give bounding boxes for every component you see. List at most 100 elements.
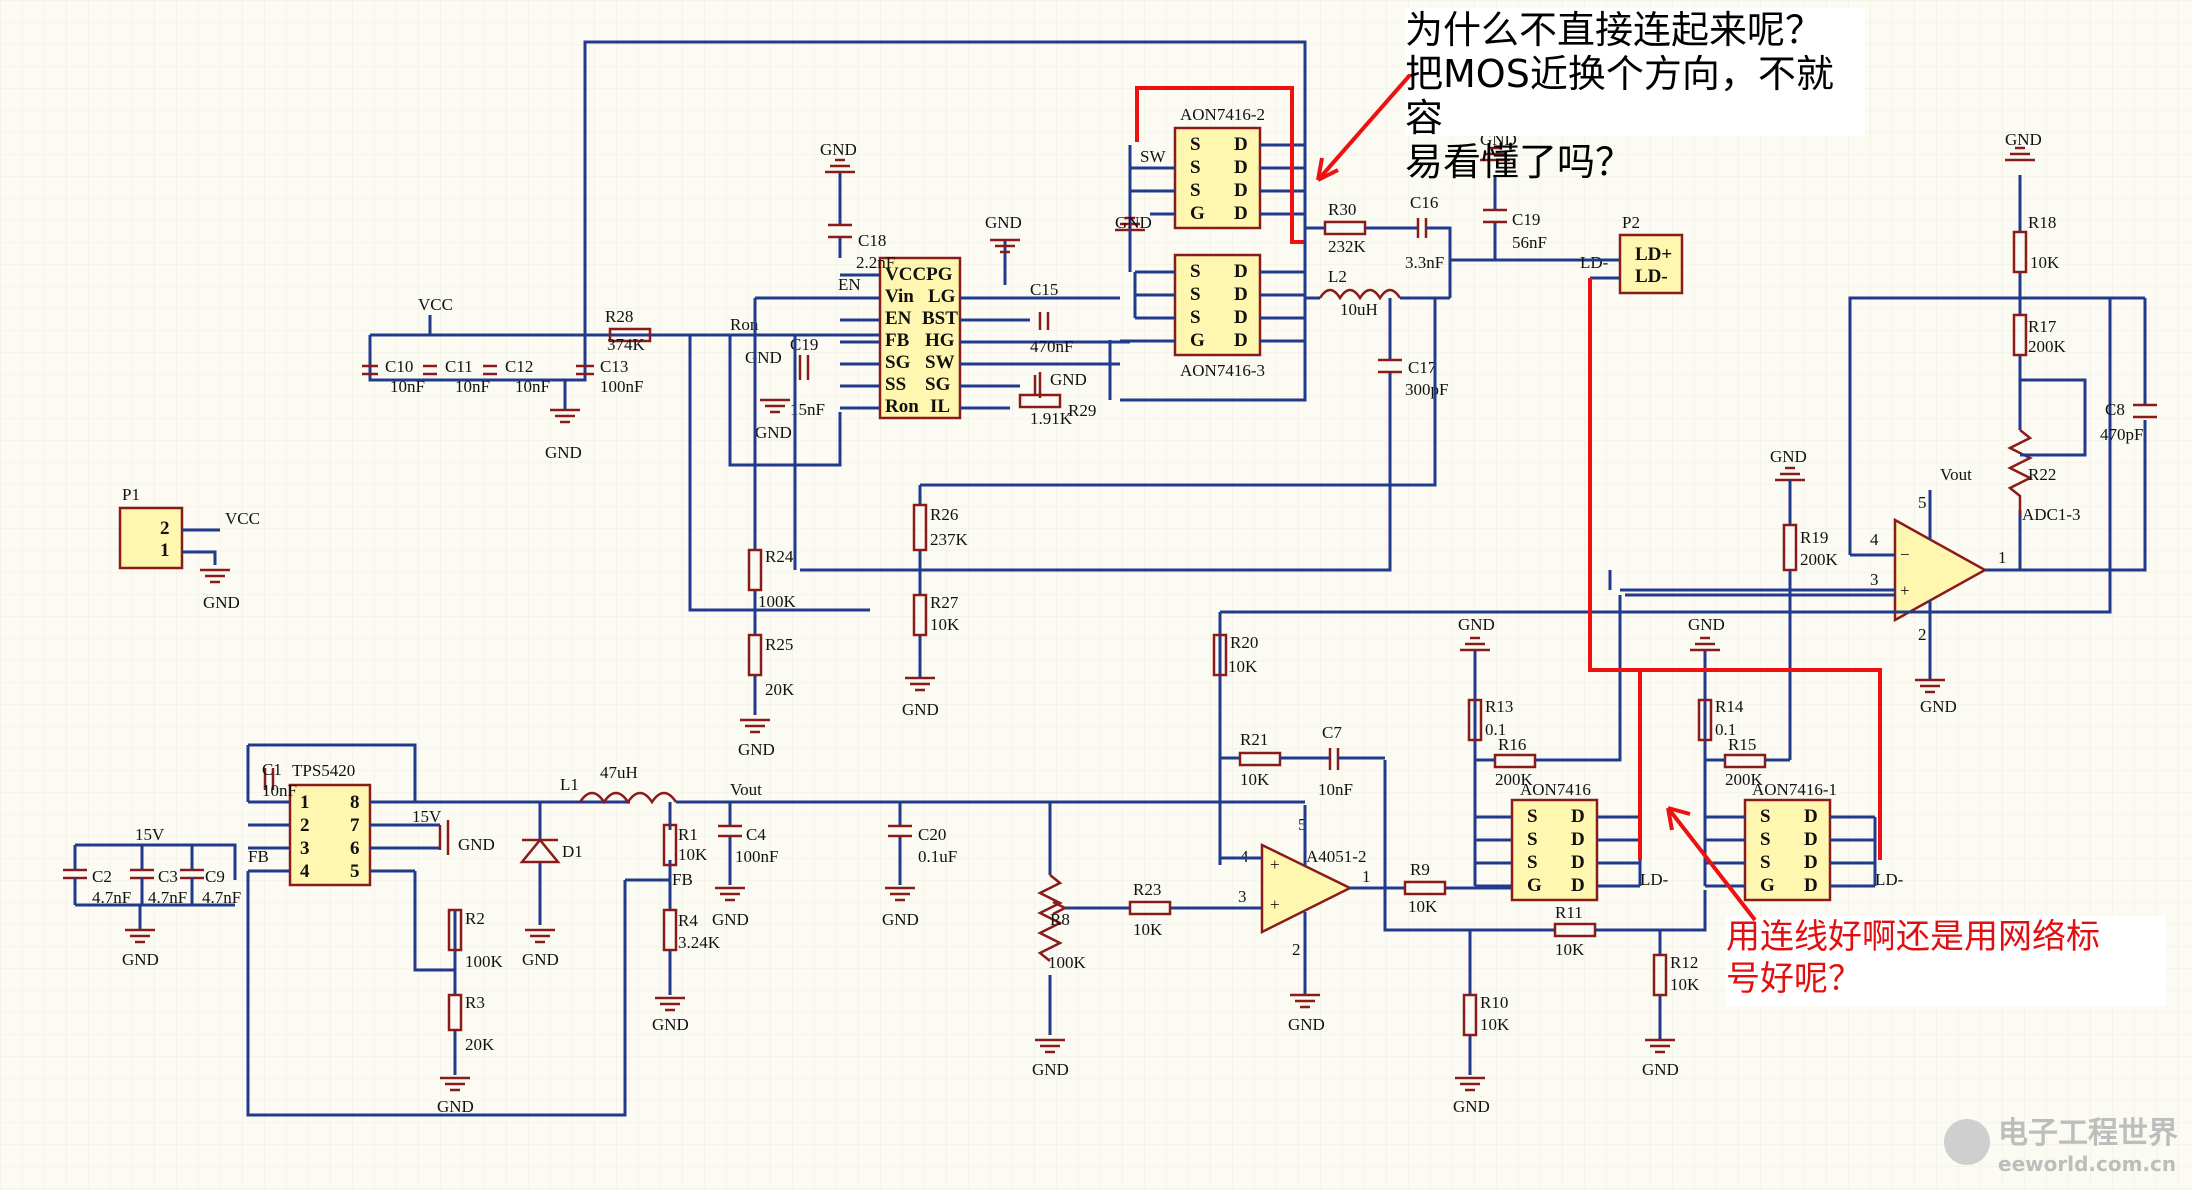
r3-value: 20K: [465, 1035, 495, 1054]
p1-vcc: VCC: [225, 509, 260, 528]
c13-ref: C13: [600, 357, 628, 376]
main-controller: VCCPG Vin EN FB SG SS Ron LG BST HG SW S…: [840, 256, 1130, 420]
q1-d1: D: [1804, 806, 1818, 827]
note-bottom: 用连线好啊还是用网络标 号好呢？: [1726, 916, 2166, 1006]
c19-ref: C19: [1512, 210, 1540, 229]
output-stage: R30 232K L2 10uH C16 3.3nF GND C19 56nF …: [800, 130, 1609, 572]
ron-label: Ron: [730, 315, 759, 334]
gnd-c18: GND: [820, 140, 857, 159]
watermark-en: eeworld.com.cn: [1998, 1152, 2177, 1176]
r19: GND R19 200K: [1620, 447, 1839, 760]
pin-fb: FB: [885, 330, 910, 351]
r17-value: 200K: [2028, 337, 2067, 356]
q2-s1: S: [1190, 134, 1201, 155]
vout-label: Vout: [730, 780, 762, 799]
r21-value: 10K: [1240, 770, 1270, 789]
r23-ref: R23: [1133, 880, 1161, 899]
c20-value: 0.1uF: [918, 847, 957, 866]
q1-d3: D: [1804, 852, 1818, 873]
op-mid-plus2: +: [1270, 895, 1280, 914]
opamp-top-feedback: GND R18 10K R17 200K R22 ADC1-3 C8 470pF: [2005, 130, 2157, 572]
gnd-r8: GND: [1032, 1060, 1069, 1079]
q0-ref: AON7416: [1520, 780, 1591, 799]
tps5420: 1 2 3 4 8 7 6 5 TPS5420 C1 10nF FB 15V G…: [246, 743, 630, 1117]
note-top: 为什么不直接连起来呢？ 把MOS近换个方向，不就容 易看懂了吗？: [1405, 8, 1865, 184]
note-bottom-arrow: [1666, 806, 1757, 922]
r25-value: 20K: [765, 680, 795, 699]
r28-value: 374K: [607, 335, 646, 354]
gnd-r27: GND: [902, 700, 939, 719]
c3-ref: C3: [158, 867, 178, 886]
pin-vin: Vin: [885, 286, 914, 307]
c10-ref: C10: [385, 357, 413, 376]
r18-ref: R18: [2028, 213, 2056, 232]
c20: C20 0.1uF GND: [882, 802, 957, 929]
pin-en: EN: [885, 308, 912, 329]
c19s-ref: C19: [790, 335, 818, 354]
q1-d2: D: [1804, 829, 1818, 850]
r9-ref: R9: [1410, 860, 1430, 879]
r17-ref: R17: [2028, 317, 2057, 336]
c13-value: 100nF: [600, 377, 643, 396]
q2-g: G: [1190, 203, 1205, 224]
l2-ref: L2: [1328, 267, 1347, 286]
p1-pin2: 2: [160, 518, 170, 539]
c11-value: 10nF: [455, 377, 490, 396]
p1-ref: P1: [122, 485, 140, 504]
gnd-op-top: GND: [1920, 697, 1957, 716]
mosfet-q3: S S S G D D D D AON7416-3 GND: [1115, 145, 1307, 400]
gnd-r12: GND: [1642, 1060, 1679, 1079]
c16-value: 3.3nF: [1405, 253, 1444, 272]
r26-ref: R26: [930, 505, 958, 524]
opamp-middle-feedback: R20 10K R21 10K C7 10nF: [1212, 633, 1385, 799]
c18-ref: C18: [858, 231, 886, 250]
r8-ref: R8: [1050, 910, 1070, 929]
note-top-line3: 易看懂了吗？: [1405, 140, 1634, 184]
pin-vccpg: VCCPG: [885, 264, 953, 285]
watermark-cn: 电子工程世界: [1998, 1116, 2178, 1151]
tps-p6: 6: [350, 838, 360, 859]
p2-connector: LD+ LD- P2: [1585, 213, 1684, 295]
gnd-lg: GND: [985, 213, 1022, 285]
r8-r23: R8 100K R23 10K GND: [1032, 802, 1262, 1079]
q3-d3: D: [1234, 307, 1248, 328]
r10-value: 10K: [1480, 1015, 1510, 1034]
c12-ref: C12: [505, 357, 533, 376]
q0-d2: D: [1571, 829, 1585, 850]
q1-g: G: [1760, 875, 1775, 896]
r1-value: 10K: [678, 845, 708, 864]
r11-ref: R11: [1555, 903, 1583, 922]
c12-value: 10nF: [515, 377, 550, 396]
gnd-r10: GND: [1453, 1097, 1490, 1116]
op-top-pin3: 3: [1870, 570, 1879, 589]
op-top-pin4: 4: [1870, 530, 1879, 549]
op-top-pin5: 5: [1918, 493, 1927, 512]
opamp-top: − + 4 3 1 5 2 Vout GND: [1608, 296, 2112, 716]
tps-p3: 3: [300, 838, 310, 859]
note-top-line1: 为什么不直接连起来呢？: [1405, 8, 1824, 52]
q2-ref: AON7416-2: [1180, 105, 1265, 124]
c15-r29: C15 470nF 1.91K R29 GND: [1018, 280, 1112, 428]
fb-label: FB: [248, 847, 269, 866]
mosfet-q0: S S S G D D D D AON7416 LD- R13 0.1 GND …: [1458, 595, 1669, 902]
c11-ref: C11: [445, 357, 473, 376]
r27-ref: R27: [930, 593, 959, 612]
gnd-c2: GND: [122, 950, 159, 969]
q3-s2: S: [1190, 284, 1201, 305]
gnd-r25: GND: [738, 740, 775, 759]
r24-value: 100K: [758, 592, 797, 611]
gnd-c15: GND: [1050, 370, 1087, 389]
p1-gnd: GND: [203, 593, 240, 612]
gnd-op-mid: GND: [1288, 1015, 1325, 1034]
c8-value: 470pF: [2100, 425, 2143, 444]
r30-ref: R30: [1328, 200, 1356, 219]
c2-15v: 15V: [135, 825, 165, 844]
gnd-c20: GND: [882, 910, 919, 929]
tps-p1: 1: [300, 792, 310, 813]
r28-ref: R28: [605, 307, 633, 326]
tps-p7: 7: [350, 815, 360, 836]
r19-value: 200K: [1800, 550, 1839, 569]
p2-ld-plus: LD+: [1635, 244, 1672, 265]
r23-value: 10K: [1133, 920, 1163, 939]
c8-ref: C8: [2105, 400, 2125, 419]
